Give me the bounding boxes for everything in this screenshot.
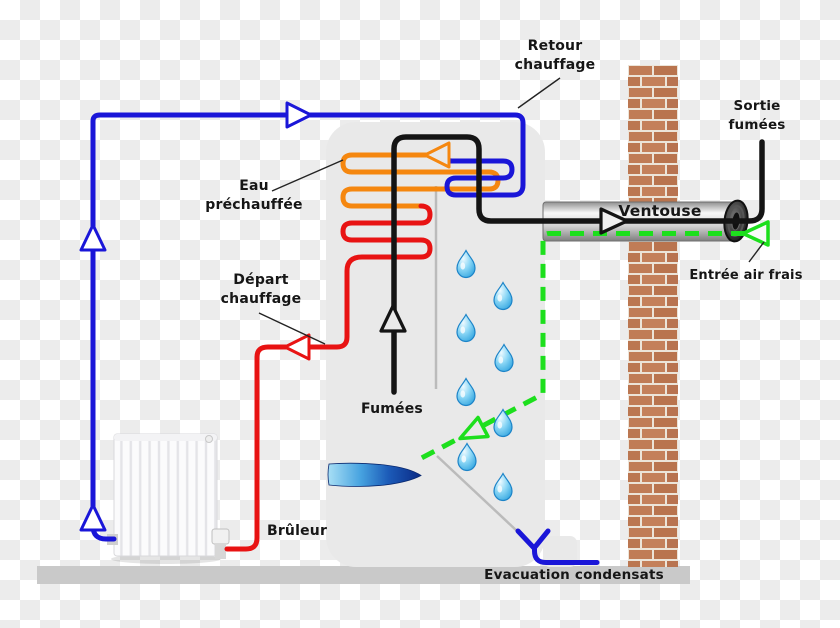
radiator: [107, 433, 230, 564]
floor: [37, 566, 690, 584]
arrow-fresh-air-to-burner: [458, 415, 490, 441]
label-line: Eau: [239, 178, 269, 194]
label-retour-chauffage: Retour chauffage: [515, 37, 596, 75]
label-line: chauffage: [514, 57, 596, 73]
arrow-up-return-lower: [79, 503, 107, 532]
label-eau-prechauffee: Eau préchauffée: [205, 177, 302, 215]
arrow-right-ventouse-black: [599, 207, 629, 235]
label-entree-air-frais: Entrée air frais: [689, 268, 803, 283]
label-line: Sortie: [733, 98, 781, 114]
burner-flame: [327, 462, 422, 487]
arrow-up-flue: [379, 304, 407, 333]
label-evacuation-condensats: Evacuation condensats: [484, 567, 664, 583]
label-line: fumées: [728, 117, 786, 133]
arrow-right-return-top: [285, 101, 313, 129]
label-depart-chauffage: Départ chauffage: [221, 271, 302, 309]
label-line: préchauffée: [205, 197, 303, 213]
pointer-depart-chauffage: [258, 312, 326, 345]
hot-coil-supply-pipe-red: [224, 203, 433, 552]
label-line: Retour: [527, 38, 583, 54]
condensate-trap-blue: [515, 528, 600, 565]
boiler-base-bump: [543, 536, 577, 567]
flue-duct-black: [391, 134, 765, 395]
radiator-valve: [211, 528, 230, 545]
return-pipe-blue: [90, 112, 526, 542]
arrow-up-return-upper: [79, 223, 107, 252]
fresh-air-path-green: [412, 231, 745, 465]
pointer-retour-chauffage: [517, 77, 561, 109]
label-line: Départ: [233, 272, 289, 288]
radiator-cap: [205, 435, 213, 443]
arrow-left-preheat-orange: [423, 141, 451, 169]
pointer-eau-prechauffee: [271, 159, 344, 192]
label-fumees: Fumées: [361, 401, 423, 417]
condensate-slope-line: [436, 455, 518, 532]
label-sortie-fumees: Sortie fumées: [728, 97, 785, 135]
label-line: chauffage: [220, 291, 302, 307]
arrow-left-fresh-air-inlet: [741, 220, 770, 247]
brick-wall: [628, 65, 678, 567]
pointer-entree-air-frais: [748, 241, 765, 263]
arrow-left-supply-red: [283, 333, 311, 361]
label-bruleur: Brûleur: [266, 523, 328, 539]
label-ventouse: Ventouse: [618, 202, 702, 220]
